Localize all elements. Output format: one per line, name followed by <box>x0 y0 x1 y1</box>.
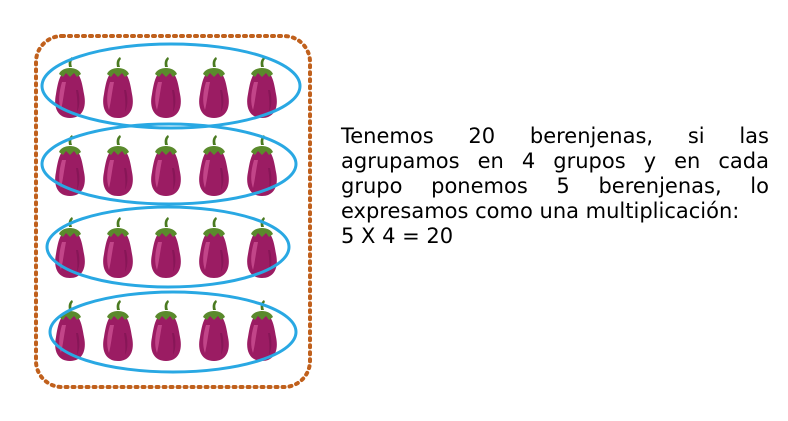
eggplant-icon <box>103 135 133 196</box>
group-row-2 <box>40 122 298 206</box>
eggplant-icon <box>199 135 229 196</box>
group-ellipse-1 <box>40 42 302 130</box>
eggplant-icon <box>199 217 229 278</box>
eggplant-icon <box>103 217 133 278</box>
eggplant-icon <box>103 57 133 118</box>
explanation-line-2: agrupamos en 4 grupos y en cada <box>341 149 769 173</box>
explanation-line-1: Tenemos 20 berenjenas, si las <box>341 124 769 148</box>
eggplant-icon <box>151 135 181 196</box>
eggplant-icon <box>151 57 181 118</box>
group-ellipse-2 <box>40 122 298 206</box>
group-row-3 <box>45 205 291 289</box>
group-ellipse-4 <box>48 290 298 374</box>
group-row-1 <box>40 42 302 130</box>
multiplication-equation: 5 X 4 = 20 <box>341 224 454 248</box>
group-row-4 <box>48 290 298 374</box>
eggplant-icon <box>247 57 277 118</box>
explanation-line-4: expresamos como una multiplicación: <box>341 199 740 223</box>
explanation-text: Tenemos 20 berenjenas, si las agrupamos … <box>341 124 769 249</box>
explanation-line-3: grupo ponemos 5 berenjenas, lo <box>341 174 769 198</box>
dotted-frame <box>34 34 312 389</box>
group-ellipse-3 <box>45 205 291 289</box>
eggplant-icon <box>199 57 229 118</box>
eggplant-icon <box>151 217 181 278</box>
eggplant-icon <box>103 300 133 361</box>
eggplant-icon <box>199 300 229 361</box>
eggplant-groups-illustration <box>34 34 312 389</box>
eggplant-icon <box>151 300 181 361</box>
